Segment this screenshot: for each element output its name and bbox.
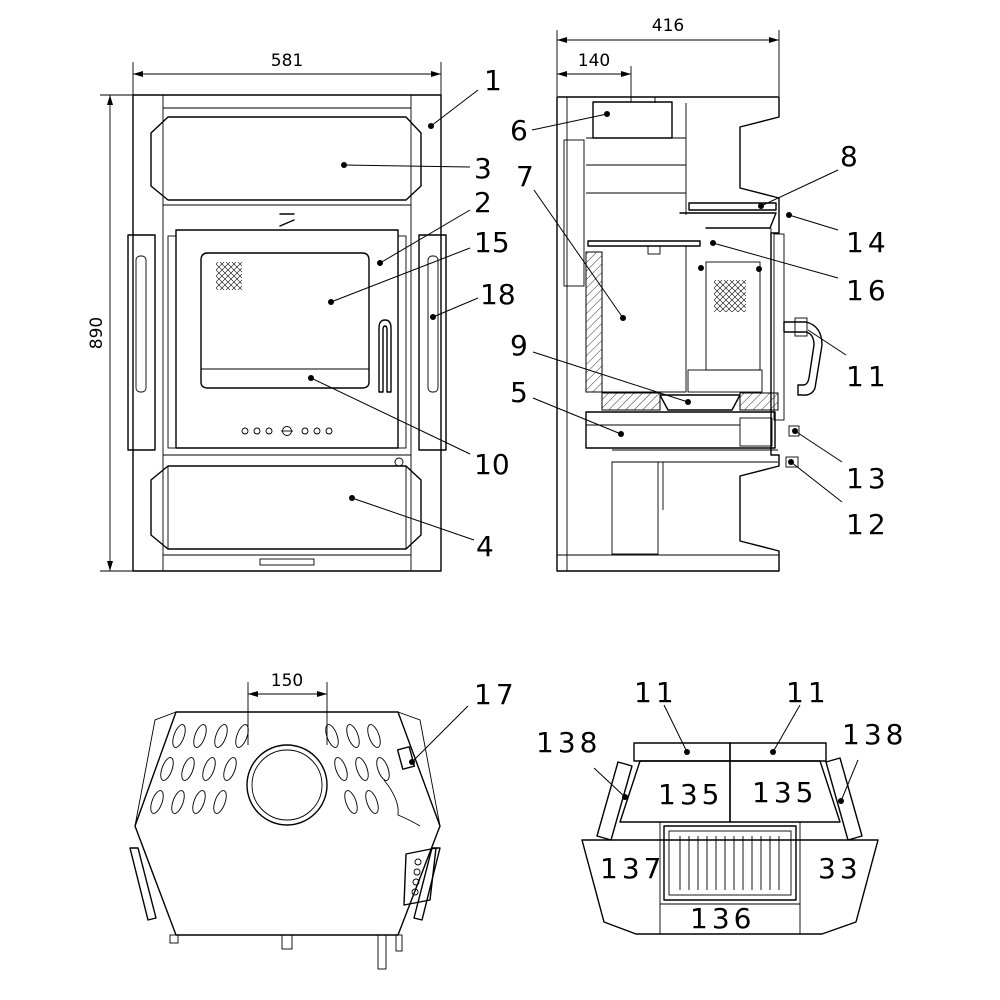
svg-text:10: 10 <box>474 448 510 481</box>
svg-text:11: 11 <box>634 676 678 709</box>
front-height-dimension: 890 <box>87 94 133 572</box>
callout-5: 5 <box>510 376 624 437</box>
brick-11-left <box>633 742 731 762</box>
callout-6: 6 <box>510 111 610 147</box>
callout-4: 4 <box>349 495 494 563</box>
air-knob-13 <box>788 425 800 437</box>
vent-slots <box>150 724 390 814</box>
svg-text:138: 138 <box>536 726 601 759</box>
callout-18: 18 <box>430 278 516 320</box>
door-handle <box>378 319 392 393</box>
svg-text:7: 7 <box>516 160 534 193</box>
callout-10: 10 <box>308 375 510 481</box>
svg-text:14: 14 <box>846 226 890 259</box>
callout-15: 15 <box>328 226 510 305</box>
secondary-baffle <box>587 240 701 247</box>
brick-11-right <box>729 742 827 762</box>
svg-text:6: 6 <box>510 114 528 147</box>
brick-33-label: 33 <box>818 852 862 885</box>
svg-text:2: 2 <box>474 186 492 219</box>
callout-1: 1 <box>428 64 502 129</box>
top-view: 150 <box>129 671 518 970</box>
svg-text:11: 11 <box>846 360 890 393</box>
front-width-label: 581 <box>271 51 303 71</box>
firebrick-layout: 11 11 138 138 135 135 137 33 136 <box>536 676 907 935</box>
brick-137-label: 137 <box>600 852 665 885</box>
flue-offset-dimension: 140 <box>557 51 632 102</box>
side-depth-dimension: 416 <box>556 16 780 96</box>
callout-9: 9 <box>510 329 691 405</box>
svg-text:5: 5 <box>510 376 528 409</box>
svg-text:1: 1 <box>484 64 502 97</box>
side-depth-label: 416 <box>652 16 684 36</box>
front-width-dimension: 581 <box>132 51 442 98</box>
flue-offset-label: 140 <box>578 51 610 71</box>
door-handle-side <box>783 321 823 396</box>
callout-8: 8 <box>758 140 858 209</box>
brick-135-left-label: 135 <box>658 778 723 811</box>
upper-convection-panel <box>150 116 422 201</box>
svg-text:8: 8 <box>840 140 858 173</box>
door-glass <box>200 252 370 389</box>
brick-138-right <box>825 757 863 841</box>
air-control-knobs <box>241 426 333 436</box>
svg-text:4: 4 <box>476 530 494 563</box>
ash-pan <box>585 411 776 449</box>
grate-plate <box>663 825 797 901</box>
front-height-label: 890 <box>87 317 107 349</box>
callout-11: 11 <box>756 266 890 393</box>
fire-door <box>175 229 399 449</box>
svg-text:9: 9 <box>510 329 528 362</box>
air-knob-12 <box>785 456 799 468</box>
grate <box>659 394 741 411</box>
svg-text:12: 12 <box>846 508 890 541</box>
svg-text:16: 16 <box>846 274 890 307</box>
callout-brick-138-left: 138 <box>536 726 628 800</box>
flue-collar <box>592 101 673 139</box>
callout-3: 3 <box>341 152 492 185</box>
callout-14: 14 <box>786 212 890 259</box>
svg-text:18: 18 <box>480 278 516 311</box>
callout-12: 12 <box>788 459 890 541</box>
firebox-back-wall <box>585 251 603 393</box>
svg-text:13: 13 <box>846 462 890 495</box>
callout-2: 2 <box>377 186 492 266</box>
svg-text:11: 11 <box>786 676 830 709</box>
callout-16: 16 <box>710 240 890 307</box>
front-view: 581 890 <box>87 51 516 572</box>
callout-brick-138-right: 138 <box>838 718 907 804</box>
flue-outlet-top <box>246 744 328 826</box>
baffle-plate <box>688 202 777 211</box>
svg-text:15: 15 <box>474 226 510 259</box>
top-flue-dimension: 150 <box>247 671 328 745</box>
top-flue-label: 150 <box>271 671 303 691</box>
svg-text:17: 17 <box>474 678 518 711</box>
lid-latch <box>396 746 416 770</box>
left-side-handle <box>127 234 156 451</box>
callout-13: 13 <box>792 428 890 495</box>
right-side-handle <box>418 234 447 451</box>
callout-brick-11-left: 11 <box>634 676 690 755</box>
grate-bars <box>679 836 780 890</box>
svg-text:138: 138 <box>842 718 907 751</box>
callout-7: 7 <box>516 160 626 321</box>
side-section-view: 416 140 <box>510 16 890 572</box>
callout-brick-11-right: 11 <box>770 676 830 755</box>
brick-135-right-label: 135 <box>752 776 817 809</box>
svg-text:3: 3 <box>474 152 492 185</box>
brick-136-label: 136 <box>690 902 755 935</box>
callout-17: 17 <box>409 678 518 765</box>
